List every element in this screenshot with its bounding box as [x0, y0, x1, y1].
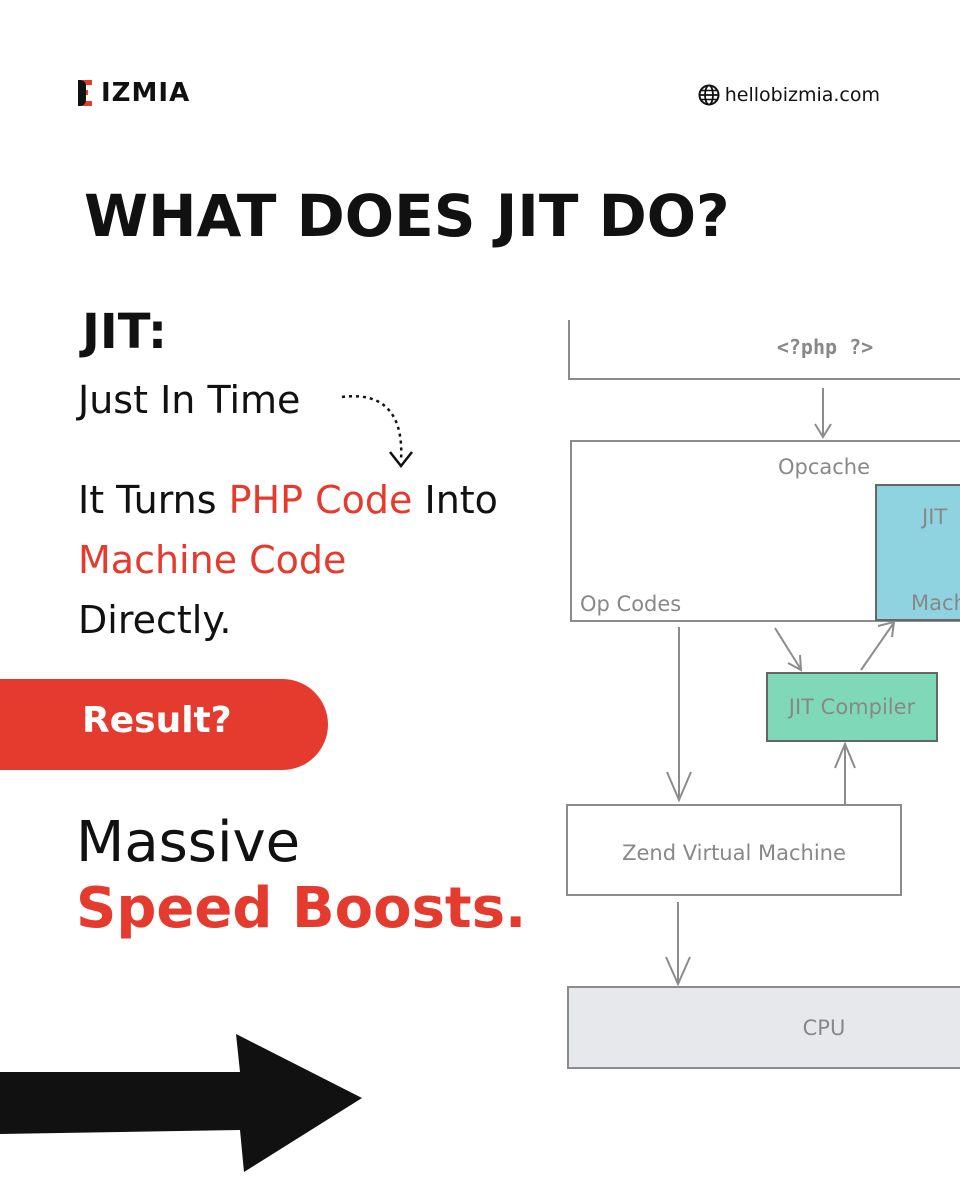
dotted-arrow-head-icon — [389, 451, 413, 469]
opcache-label: Opcache — [778, 455, 870, 479]
result-label: Result? — [82, 700, 232, 741]
arrow-php-to-opcache — [814, 388, 832, 439]
dotted-curve-arrow — [341, 394, 403, 461]
outcome-line-1: Massive — [76, 810, 301, 875]
arrow-zend-to-compiler — [834, 741, 856, 805]
arrow-zend-to-cpu — [665, 902, 691, 987]
arrow-opcodes-to-zend — [666, 627, 692, 803]
next-slide-arrow-icon — [0, 1034, 362, 1172]
outcome-line-2: Speed Boosts. — [76, 876, 527, 941]
desc-text-3: Directly. — [78, 598, 232, 642]
brand-logo: IZMIA — [78, 76, 190, 110]
jit-expansion: Just In Time — [78, 378, 301, 422]
desc-php-code: PHP Code — [228, 478, 413, 522]
php-box: <?php ?> — [568, 320, 960, 380]
website-link[interactable]: hellobizmia.com — [698, 84, 880, 106]
jit-compiler-label: JIT Compiler — [787, 695, 916, 719]
globe-icon — [698, 84, 720, 106]
logo-wordmark: IZMIA — [101, 78, 191, 108]
desc-machine-code: Machine Code — [78, 538, 347, 582]
cpu-box: CPU — [567, 986, 960, 1069]
jit-compiler-box: JIT Compiler — [766, 672, 938, 742]
jit-box-top-label: JIT — [920, 505, 947, 529]
page-title: WHAT DOES JIT DO? — [84, 182, 730, 250]
op-codes-label: Op Codes — [580, 592, 681, 616]
zend-vm-label: Zend Virtual Machine — [622, 841, 846, 865]
opcache-box: Opcache Op Codes — [570, 440, 960, 622]
website-url[interactable]: hellobizmia.com — [724, 84, 880, 106]
logo-mark-icon — [78, 80, 98, 106]
jit-description: It Turns PHP Code Into Machine Code Dire… — [78, 470, 548, 650]
zend-vm-box: Zend Virtual Machine — [566, 804, 902, 896]
jit-box: JIT Mach — [875, 484, 960, 621]
php-box-label: <?php ?> — [777, 335, 873, 359]
result-banner — [0, 679, 328, 770]
jit-box-bottom-label: Mach — [911, 591, 960, 615]
desc-text-1: It Turns — [78, 478, 229, 522]
jit-term: JIT: — [82, 304, 168, 360]
arrow-compiler-to-jit — [860, 620, 896, 671]
cpu-label: CPU — [803, 1016, 846, 1040]
arrow-opcodes-to-compiler — [774, 627, 803, 672]
desc-text-2: Into — [412, 478, 498, 522]
